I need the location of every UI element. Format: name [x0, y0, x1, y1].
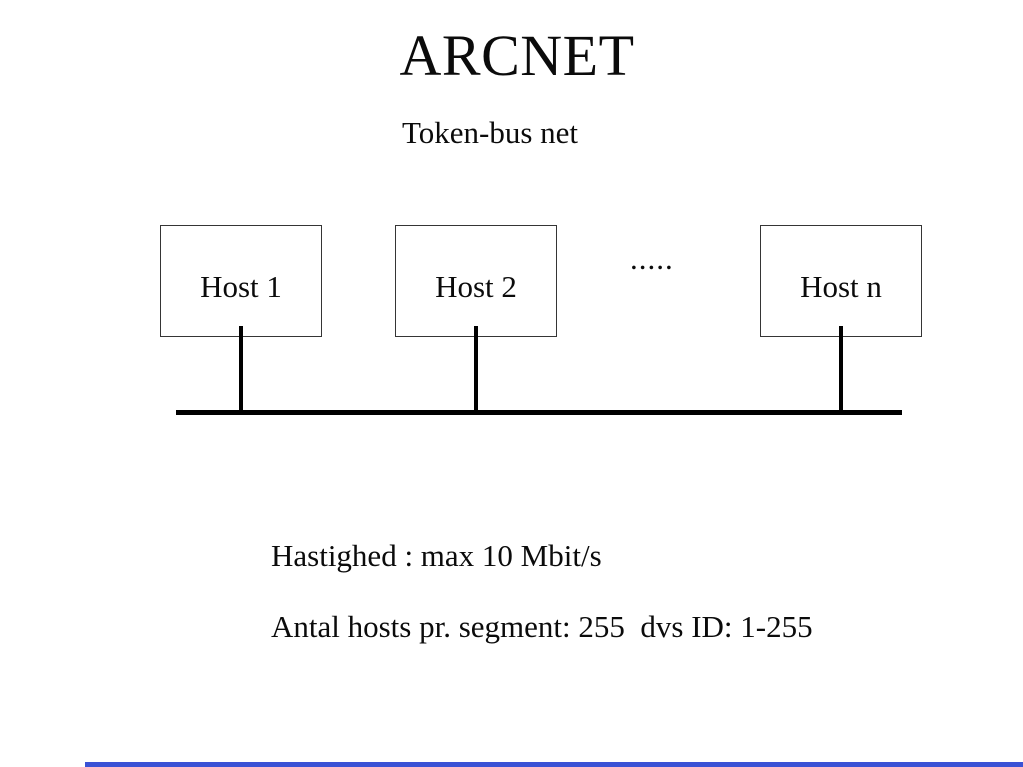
- note-hosts-per-segment: Antal hosts pr. segment: 255 dvs ID: 1-2…: [271, 609, 813, 644]
- host-2-bus-connector-line: [474, 326, 478, 411]
- slide-subtitle: Token-bus net: [402, 115, 579, 150]
- host-2-label: Host 2: [435, 269, 517, 304]
- host-n-box: Host n: [760, 225, 922, 337]
- host-n-label: Host n: [800, 269, 882, 304]
- slide-title: ARCNET: [399, 23, 635, 88]
- host-1-bus-connector-line: [239, 326, 243, 411]
- host-1-label: Host 1: [200, 269, 282, 304]
- bottom-accent-bar: [85, 762, 1023, 767]
- note-speed: Hastighed : max 10 Mbit/s: [271, 538, 602, 573]
- host-2-box: Host 2: [395, 225, 557, 337]
- host-1-box: Host 1: [160, 225, 322, 337]
- host-n-bus-connector-line: [839, 326, 843, 411]
- hosts-ellipsis: .....: [630, 241, 674, 276]
- bus-line: [176, 410, 902, 415]
